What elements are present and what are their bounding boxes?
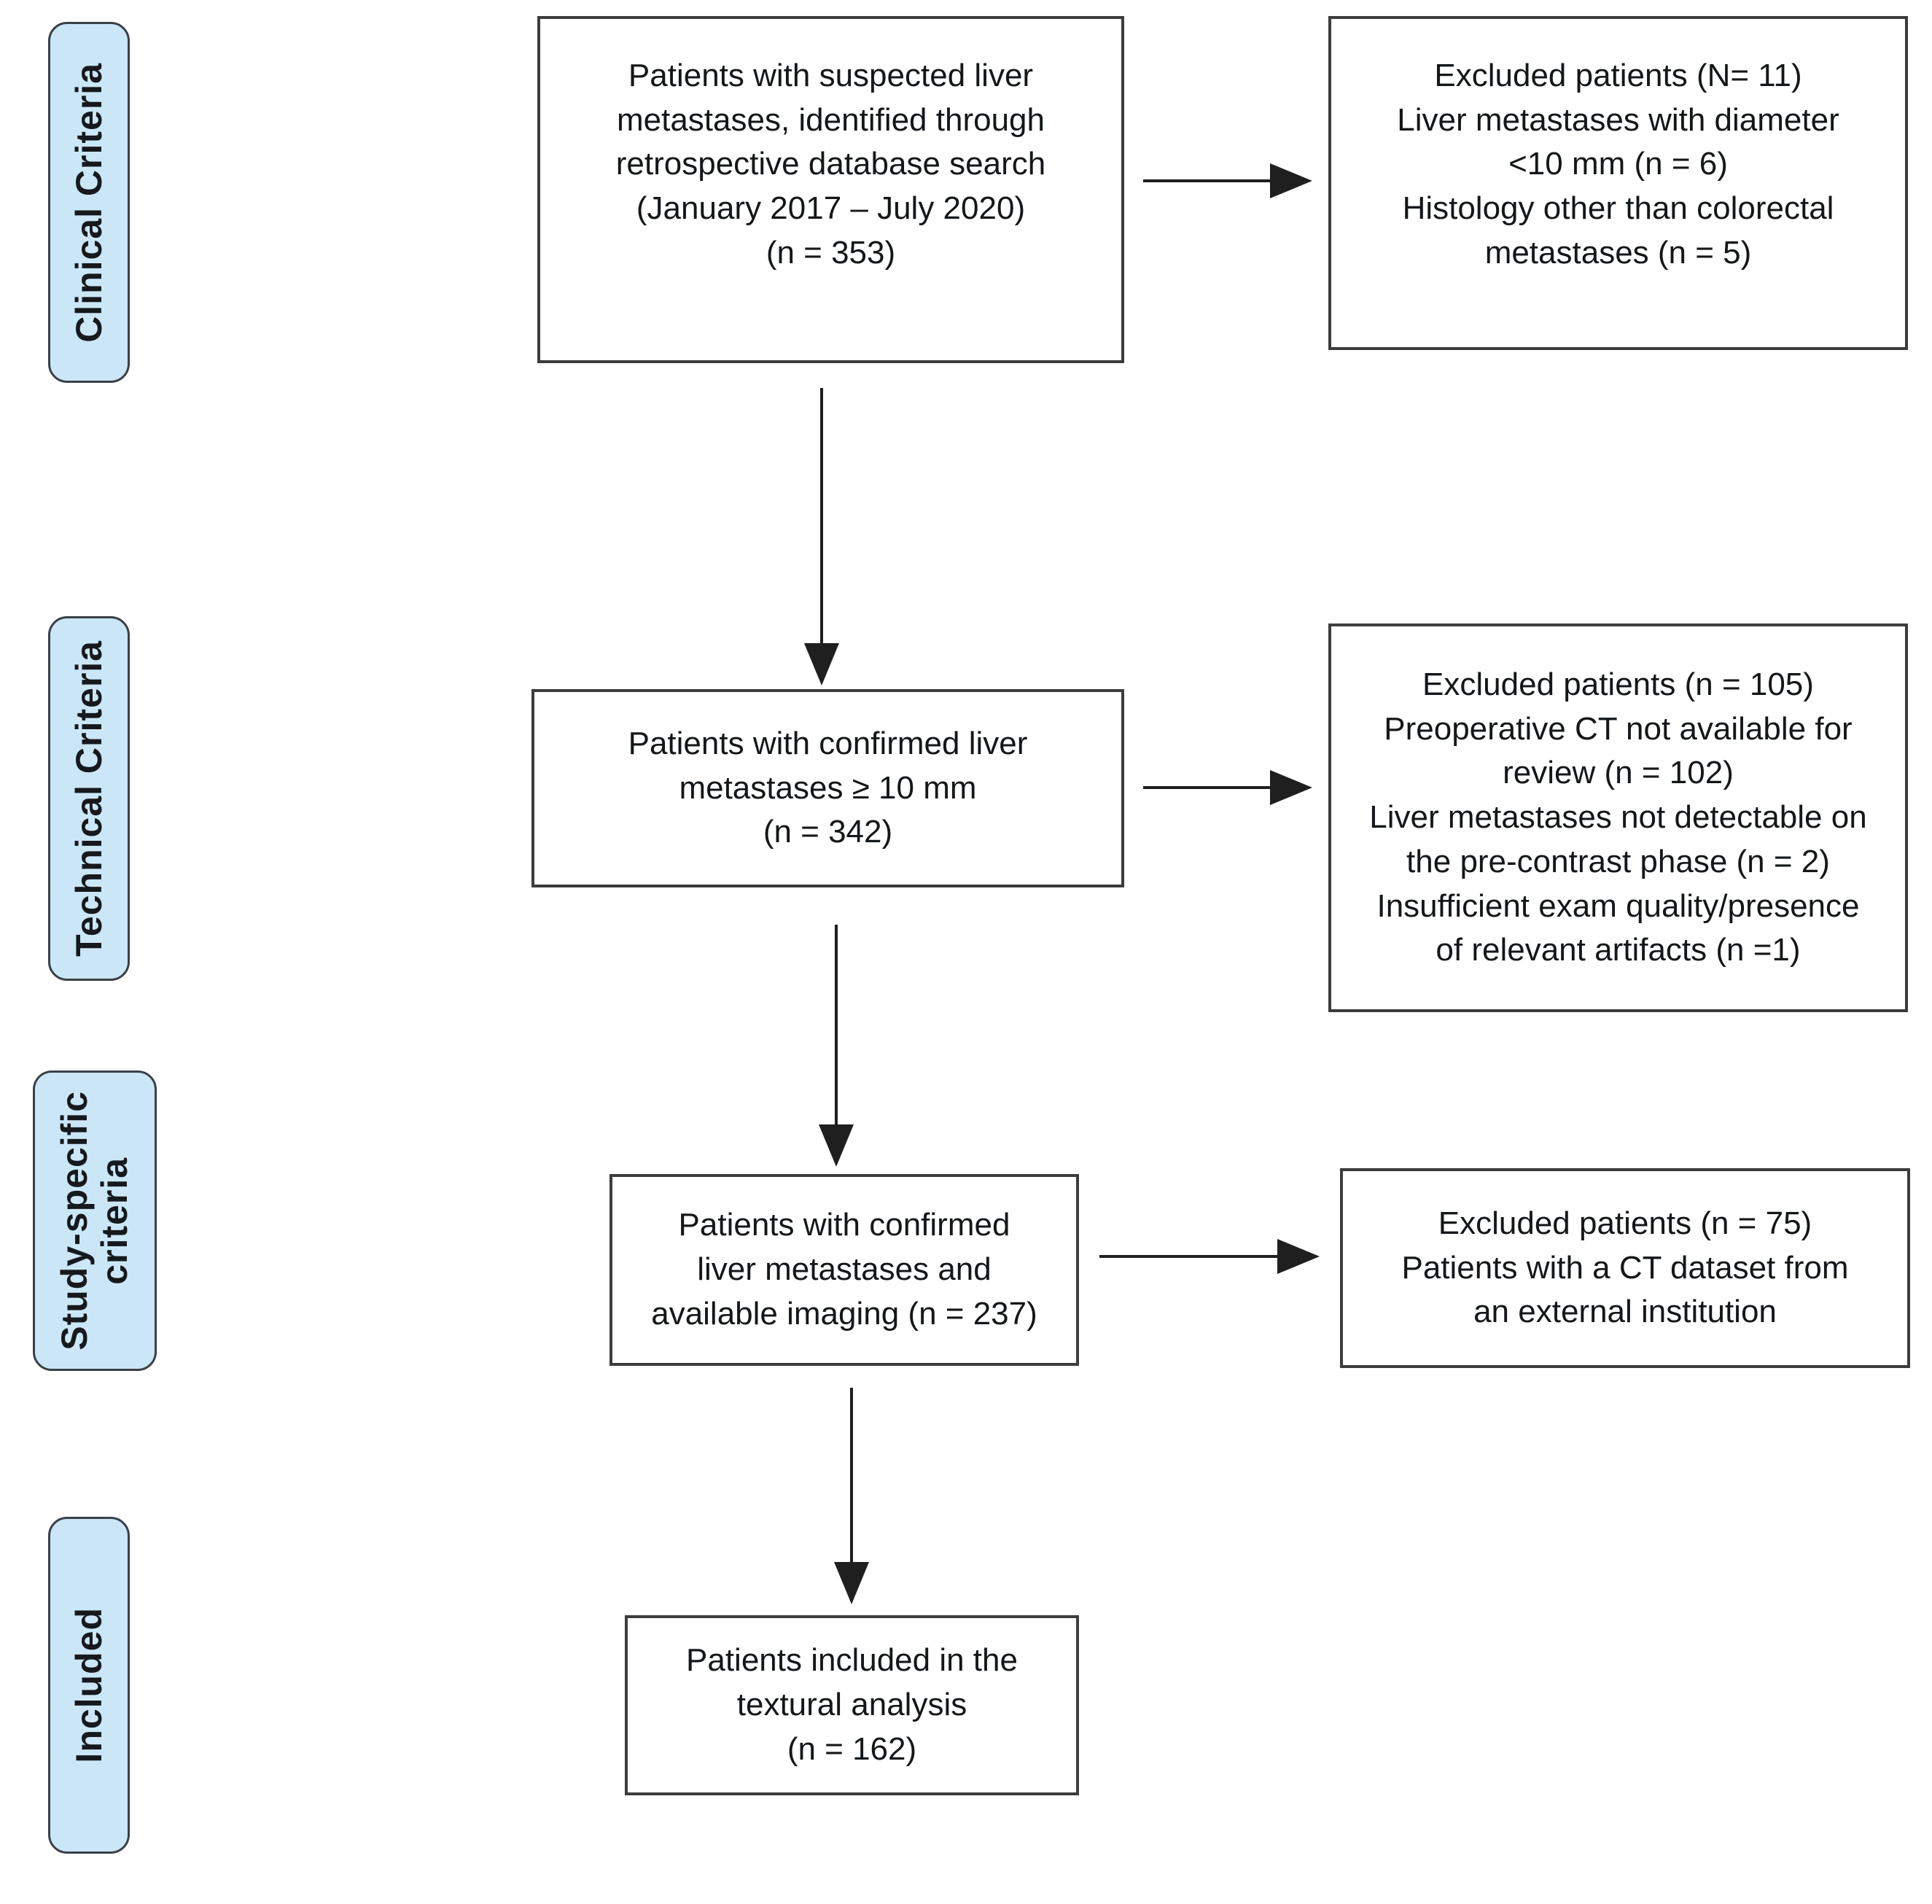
- stage-label-technical-criteria: Technical Criteria: [48, 616, 130, 981]
- stage-label-included: Included: [48, 1517, 130, 1854]
- flow-box-confirmed-metastases-text: Patients with confirmed liver metastases…: [628, 725, 1028, 850]
- flow-box-available-imaging: Patients with confirmed liver metastases…: [609, 1174, 1079, 1366]
- stage-label-technical-criteria-text: Technical Criteria: [68, 640, 109, 957]
- exclusion-box-study-specific-text: Excluded patients (n = 75) Patients with…: [1401, 1205, 1849, 1330]
- stage-label-study-specific-criteria-text: Study-specific criteria: [54, 1091, 135, 1351]
- flow-box-available-imaging-text: Patients with confirmed liver metastases…: [651, 1207, 1037, 1332]
- arrow-right-clinical-exclusion: [1143, 163, 1312, 198]
- arrow-down-to-available-imaging: [819, 925, 854, 1167]
- stage-label-clinical-criteria-text: Clinical Criteria: [68, 62, 109, 343]
- flow-box-confirmed-metastases: Patients with confirmed liver metastases…: [531, 689, 1124, 887]
- arrow-down-to-confirmed: [804, 388, 839, 685]
- exclusion-box-study-specific: Excluded patients (n = 75) Patients with…: [1340, 1168, 1910, 1368]
- stage-label-included-text: Included: [68, 1607, 109, 1763]
- arrow-right-study-specific-exclusion: [1099, 1239, 1320, 1274]
- stage-label-clinical-criteria: Clinical Criteria: [48, 22, 130, 383]
- arrow-down-to-included: [834, 1388, 869, 1604]
- arrow-right-technical-exclusion: [1143, 770, 1312, 805]
- flow-box-identified-patients-text: Patients with suspected liver metastases…: [615, 58, 1046, 271]
- flow-box-identified-patients: Patients with suspected liver metastases…: [537, 16, 1124, 363]
- exclusion-box-technical-text: Excluded patients (n = 105) Preoperative…: [1369, 666, 1867, 968]
- flow-box-included-textural-analysis: Patients included in the textural analys…: [625, 1615, 1079, 1795]
- stage-label-study-specific-criteria: Study-specific criteria: [33, 1070, 157, 1371]
- exclusion-box-clinical-text: Excluded patients (N= 11) Liver metastas…: [1397, 58, 1839, 271]
- flow-box-included-textural-analysis-text: Patients included in the textural analys…: [686, 1642, 1018, 1767]
- exclusion-box-technical: Excluded patients (n = 105) Preoperative…: [1328, 623, 1908, 1012]
- exclusion-box-clinical: Excluded patients (N= 11) Liver metastas…: [1328, 16, 1908, 350]
